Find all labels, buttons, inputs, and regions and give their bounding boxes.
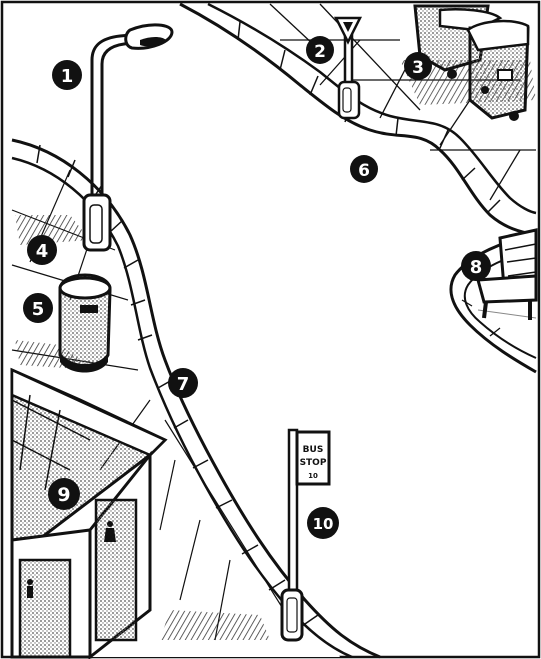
- svg-text:5: 5: [32, 299, 45, 320]
- callout-6: 6: [350, 155, 378, 183]
- svg-text:10: 10: [313, 515, 334, 533]
- svg-text:7: 7: [177, 374, 190, 395]
- svg-text:4: 4: [36, 241, 49, 262]
- callout-2: 2: [306, 36, 334, 64]
- callout-10: 10: [307, 507, 339, 539]
- callout-4: 4: [27, 235, 57, 265]
- svg-text:1: 1: [61, 66, 74, 87]
- callout-7: 7: [168, 368, 198, 398]
- callout-1: 1: [52, 60, 82, 90]
- svg-text:2: 2: [314, 42, 326, 62]
- svg-text:8: 8: [470, 257, 483, 278]
- bus-sign-line-2: STOP: [300, 458, 327, 468]
- litter-bin: [60, 275, 110, 373]
- callout-5: 5: [23, 293, 53, 323]
- callout-3: 3: [404, 52, 432, 80]
- bus-sign-line-1: BUS: [303, 445, 324, 455]
- svg-text:6: 6: [358, 161, 370, 181]
- svg-text:3: 3: [412, 58, 424, 78]
- callout-9: 9: [48, 478, 80, 510]
- svg-text:9: 9: [57, 484, 70, 506]
- callout-8: 8: [461, 251, 491, 281]
- bus-sign-line-3: 10: [308, 472, 318, 480]
